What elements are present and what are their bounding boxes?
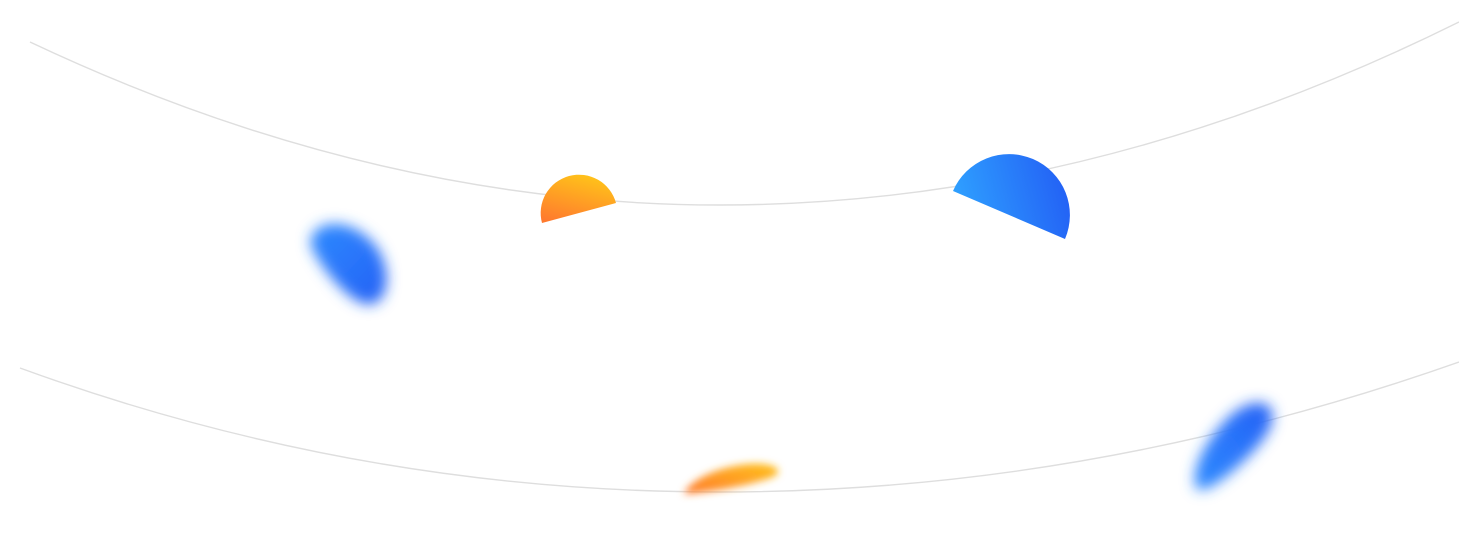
blurred-blob-orange bbox=[684, 463, 779, 494]
half-circle-blue bbox=[953, 154, 1070, 239]
half-circle-orange bbox=[540, 174, 616, 223]
blurred-blob-blue-right bbox=[1194, 402, 1273, 490]
upper-arc bbox=[29, 21, 1459, 206]
blurred-blob-blue-left bbox=[310, 223, 387, 305]
